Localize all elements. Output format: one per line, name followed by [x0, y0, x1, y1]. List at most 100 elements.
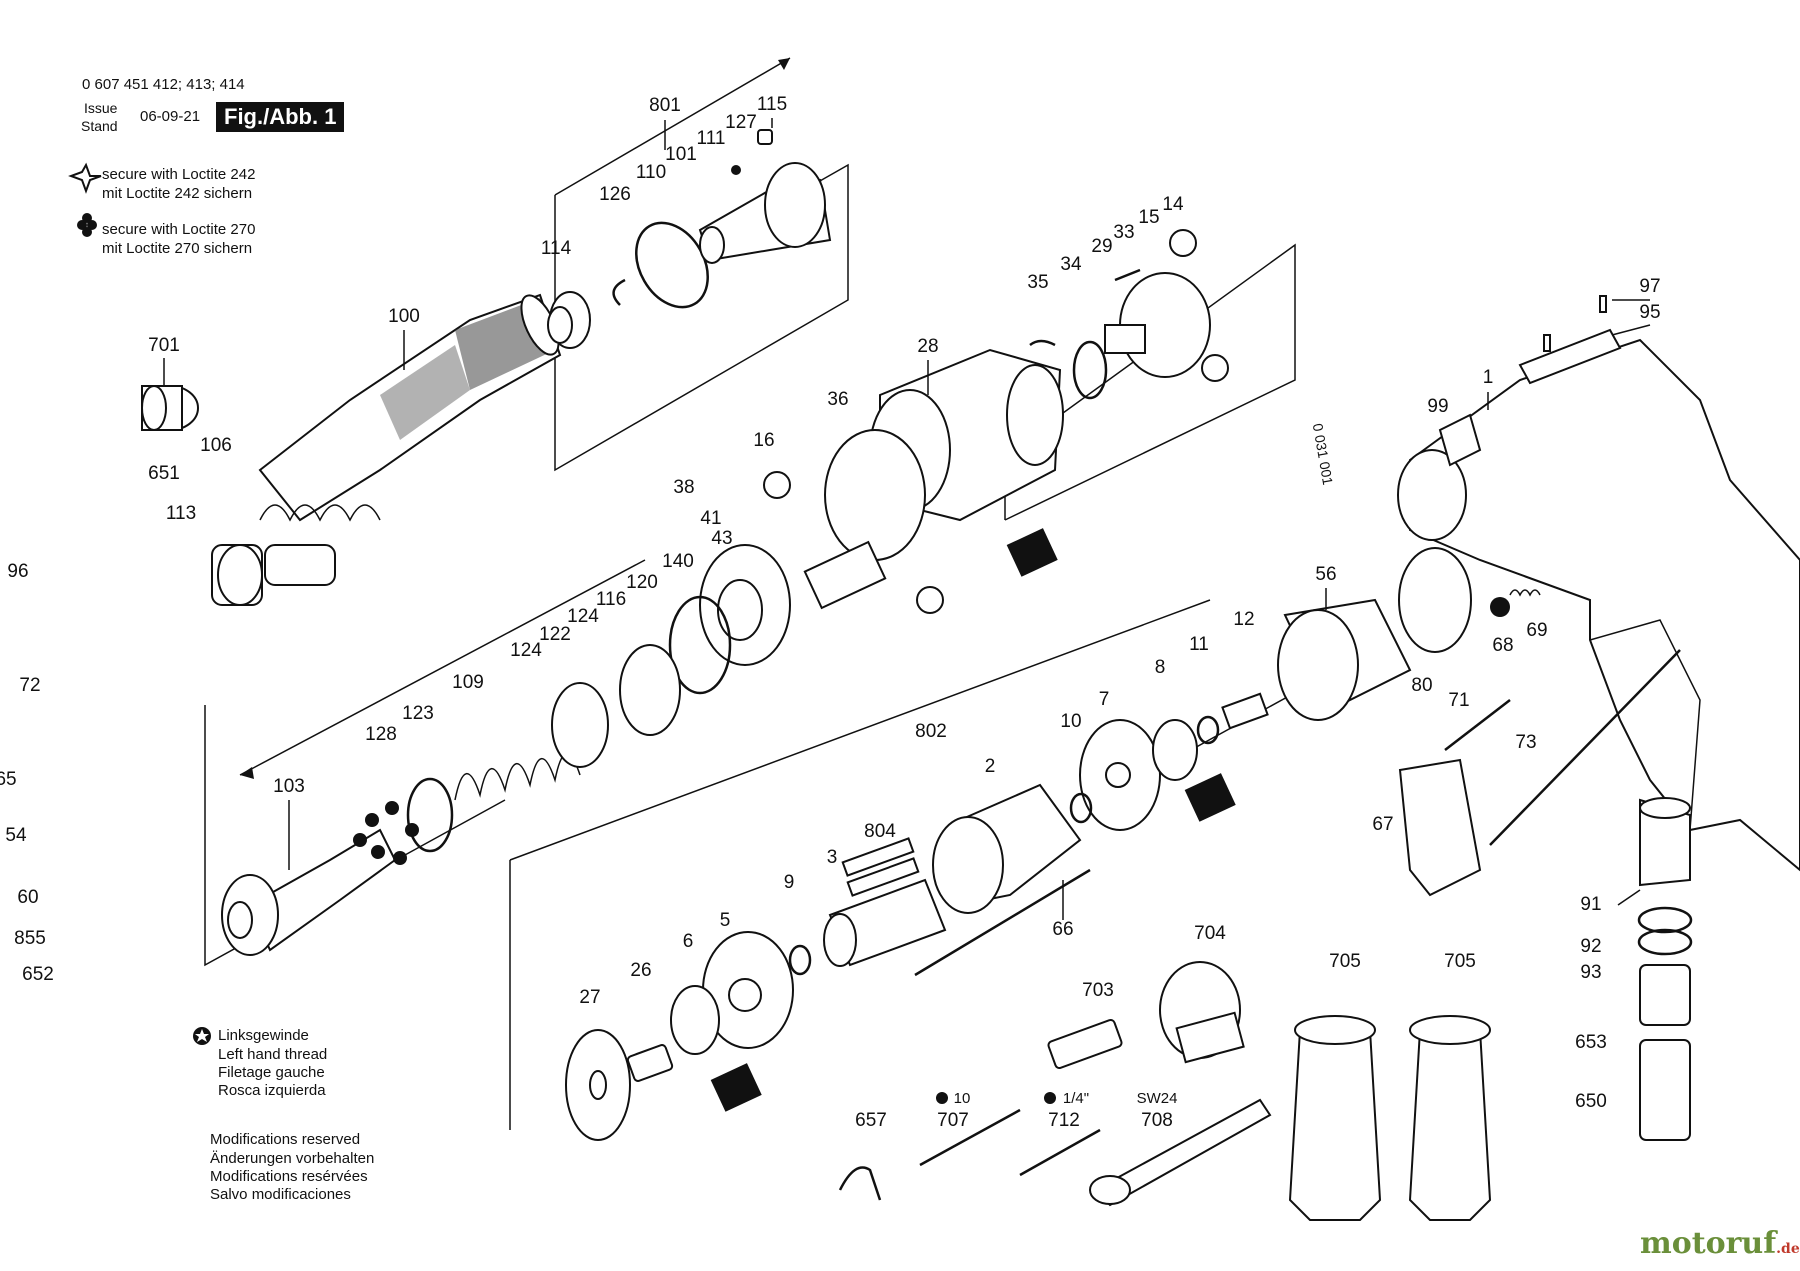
stand-label: Stand: [81, 118, 118, 134]
part-122-bearing: [551, 682, 609, 768]
hex-icon-2: [1044, 1092, 1056, 1104]
part-71-pin: [1444, 699, 1511, 751]
label-80: 80: [1411, 675, 1432, 696]
part-97-screw: [1543, 295, 1607, 352]
label-126: 126: [599, 184, 631, 205]
part-7-endplate: [1079, 719, 1161, 831]
label-855: 855: [14, 928, 46, 949]
label-97: 97: [1639, 276, 1660, 297]
part-14-gear-b: [1201, 354, 1229, 382]
brand-name: motoruf: [1640, 1226, 1777, 1261]
bearing-symbol-2: [1184, 773, 1236, 822]
part-708-wrench: [1089, 1098, 1272, 1207]
label-28: 28: [917, 336, 938, 357]
label-69: 69: [1526, 620, 1547, 641]
part-109-spring: [454, 753, 581, 801]
part-703-nipple: [1047, 1019, 1123, 1069]
part-123-washer: [406, 777, 454, 853]
label-3: 3: [827, 847, 838, 868]
loctite242-icon: [68, 162, 102, 194]
part-33-pin: [1114, 268, 1141, 282]
label-60: 60: [17, 887, 38, 908]
part-712-hexkey: [1019, 1128, 1101, 1177]
part-56-sleeve: [1277, 598, 1412, 721]
part-36-rotor-plate: [803, 429, 926, 610]
part-705-handle-b: [1408, 1015, 1492, 1221]
label-707: 707: [937, 1110, 969, 1131]
part-73-rod: [1489, 649, 1681, 846]
label-56: 56: [1315, 564, 1336, 585]
part-95-plate: [1518, 328, 1622, 385]
label-123: 123: [402, 703, 434, 724]
loctite270-en: secure with Loctite 270: [102, 221, 256, 238]
label-801: 801: [649, 95, 681, 116]
issue-date: 06-09-21: [140, 108, 201, 125]
label-15-a: 15: [1138, 207, 1159, 228]
label-701: 701: [148, 335, 180, 356]
label-96: 96: [7, 561, 28, 582]
part-68-ball: [1490, 597, 1510, 617]
label-708: 708: [1141, 1110, 1173, 1131]
modifications-de: Änderungen vorbehalten: [210, 1150, 375, 1167]
part-704-clamp: [1159, 961, 1245, 1064]
part-3-rotor: [823, 878, 947, 967]
part-67-trigger: [1398, 758, 1482, 897]
label-72: 72: [19, 675, 40, 696]
part-9-washer: [788, 944, 812, 976]
modifications-en: Modifications reserved: [210, 1131, 361, 1148]
label-91: 91: [1580, 894, 1601, 915]
modifications-fr: Modifications resérvées: [210, 1168, 368, 1185]
part-2-cylinder: [932, 783, 1082, 914]
label-1: 1: [1483, 367, 1494, 388]
label-54: 54: [5, 825, 27, 846]
label-128: 128: [365, 724, 397, 745]
label-802: 802: [915, 721, 947, 742]
label-92: 92: [1580, 936, 1601, 957]
part-69-spring: [1509, 589, 1541, 597]
label-10: 10: [1060, 711, 1081, 732]
label-122: 122: [539, 624, 571, 645]
thread-note-de: Linksgewinde: [218, 1027, 309, 1044]
label-12: 12: [1233, 609, 1254, 630]
label-34-a: 34: [1060, 254, 1082, 275]
part-8-bearing: [1152, 719, 1198, 781]
part-103-spindle: [221, 828, 397, 956]
label-110: 110: [636, 162, 666, 183]
label-2: 2: [985, 756, 996, 777]
part-701: [141, 385, 199, 431]
label-109: 109: [452, 672, 484, 693]
label-5: 5: [720, 910, 731, 931]
label-115: 115: [757, 94, 787, 115]
label-43: 43: [711, 528, 732, 549]
part-66-pin: [914, 868, 1091, 977]
left-thread-icon: [193, 1027, 211, 1045]
part-numbers: 0 607 451 412; 413; 414: [82, 76, 245, 93]
label-704: 704: [1194, 923, 1226, 944]
part-705-handle-a: [1288, 1015, 1382, 1221]
part-43-bearing: [699, 544, 791, 666]
brand-logo: motoruf.de: [1640, 1226, 1800, 1261]
label-127: 127: [725, 112, 757, 133]
label-100: 100: [388, 306, 420, 327]
loctite270-icon: [77, 213, 97, 237]
part-100-spindle-housing: [258, 293, 562, 522]
frame-801-top: [554, 57, 849, 472]
part-101: [698, 162, 832, 264]
bearing-symbol-1: [1006, 528, 1058, 577]
figure-label: Fig./Abb. 1: [216, 102, 345, 132]
label-124-a: 124: [567, 606, 599, 627]
label-116: 116: [596, 589, 626, 610]
label-9: 9: [784, 872, 795, 893]
sw-size: SW24: [1137, 1090, 1178, 1107]
part-111: [731, 165, 741, 175]
part-5-endplate: [702, 931, 794, 1049]
part-10-washer: [1069, 792, 1093, 824]
label-8: 8: [1155, 657, 1166, 678]
part-6-bearing: [670, 985, 720, 1055]
document-code: 0 031 001: [1310, 422, 1337, 486]
part-114: [547, 291, 591, 349]
part-26-gear: [626, 1044, 674, 1082]
label-652: 652: [22, 964, 54, 985]
part-11-washer: [1196, 715, 1220, 745]
